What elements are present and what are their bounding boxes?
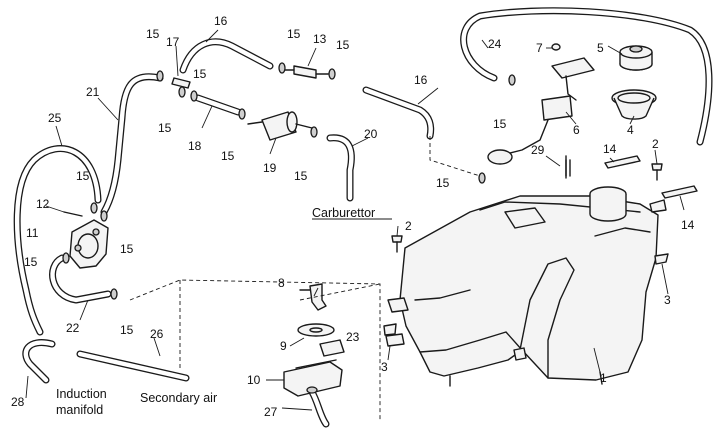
fuel-hose-22 <box>49 254 112 304</box>
label-induction-line2: manifold <box>56 403 103 417</box>
callout-9: 9 <box>280 339 287 353</box>
fuel-hose-16b <box>362 86 435 140</box>
callout-12: 12 <box>36 197 50 211</box>
callout-25: 25 <box>48 111 62 125</box>
breather-hose <box>460 7 713 146</box>
callout-20: 20 <box>364 127 378 141</box>
filler-ring <box>611 89 657 120</box>
fuel-hose-20 <box>326 134 355 202</box>
callout-15-g: 15 <box>294 169 308 183</box>
leader-lines <box>25 29 685 411</box>
callout-16-a: 16 <box>214 14 228 28</box>
callout-26: 26 <box>150 327 164 341</box>
callout-15-k: 15 <box>120 242 134 256</box>
callout-27: 27 <box>264 405 278 419</box>
callout-15-i: 15 <box>436 176 450 190</box>
callout-2-right: 2 <box>652 137 659 151</box>
callout-15-m: 15 <box>120 323 134 337</box>
hose-clamps <box>62 62 516 300</box>
callout-5: 5 <box>597 41 604 55</box>
callout-24: 24 <box>488 37 502 51</box>
secondary-air-hose-26 <box>76 350 190 382</box>
callout-13: 13 <box>313 32 327 46</box>
callout-1: 1 <box>600 371 607 385</box>
fuel-filter <box>247 111 313 141</box>
callout-22: 22 <box>66 321 80 335</box>
callout-15-j: 15 <box>76 169 90 183</box>
callout-15-f: 15 <box>336 38 350 52</box>
label-carburettor: Carburettor <box>312 206 375 220</box>
induction-hose-28 <box>22 339 56 384</box>
callout-15-h: 15 <box>493 117 507 131</box>
callout-8: 8 <box>278 276 285 290</box>
fuel-pump <box>69 219 109 269</box>
callout-29: 29 <box>531 143 545 157</box>
fuel-tap <box>299 283 327 311</box>
callout-23: 23 <box>346 330 360 344</box>
drain-hose-27 <box>308 388 330 428</box>
pump-bolt <box>63 211 83 217</box>
callout-16-b: 16 <box>414 73 428 87</box>
callout-15-b: 15 <box>193 67 207 81</box>
vacuum-hose-21 <box>100 73 164 216</box>
callout-7: 7 <box>536 41 543 55</box>
callout-15-a: 15 <box>146 27 160 41</box>
callout-2-left: 2 <box>405 219 412 233</box>
assembly-lines <box>129 136 481 420</box>
callout-11: 11 <box>26 226 39 240</box>
callout-3-right: 3 <box>664 293 671 307</box>
fuel-level-sender <box>487 57 595 165</box>
rubber-pads <box>604 155 698 199</box>
charcoal-canister <box>283 359 343 397</box>
t-connector <box>171 77 191 89</box>
vacuum-hose-25 <box>13 145 102 336</box>
callout-10: 10 <box>247 373 261 387</box>
fuel-hose-18 <box>194 94 242 116</box>
callout-19: 19 <box>263 161 277 175</box>
callout-14-left: 14 <box>603 142 617 156</box>
callout-18: 18 <box>188 139 202 153</box>
callout-21: 21 <box>86 85 100 99</box>
label-secondary-air: Secondary air <box>140 391 217 405</box>
fuel-cap <box>619 45 653 71</box>
tank-mount-clips <box>383 253 669 336</box>
tap-clip <box>319 339 345 357</box>
callout-3-left: 3 <box>381 360 388 374</box>
label-induction-line1: Induction <box>56 387 107 401</box>
callout-4: 4 <box>627 123 634 137</box>
washer <box>551 43 561 51</box>
tap-gasket <box>297 323 335 337</box>
callout-15-c: 15 <box>158 121 172 135</box>
fuel-tank <box>385 186 667 387</box>
callout-14-right: 14 <box>681 218 695 232</box>
callout-17: 17 <box>166 35 180 49</box>
callout-15-d: 15 <box>221 149 235 163</box>
callout-28: 28 <box>11 395 25 409</box>
fuel-hose-16a <box>179 38 274 74</box>
callout-15-l: 15 <box>24 255 38 269</box>
callout-15-e: 15 <box>287 27 301 41</box>
callout-6: 6 <box>573 123 580 137</box>
hose-connector <box>283 65 329 79</box>
